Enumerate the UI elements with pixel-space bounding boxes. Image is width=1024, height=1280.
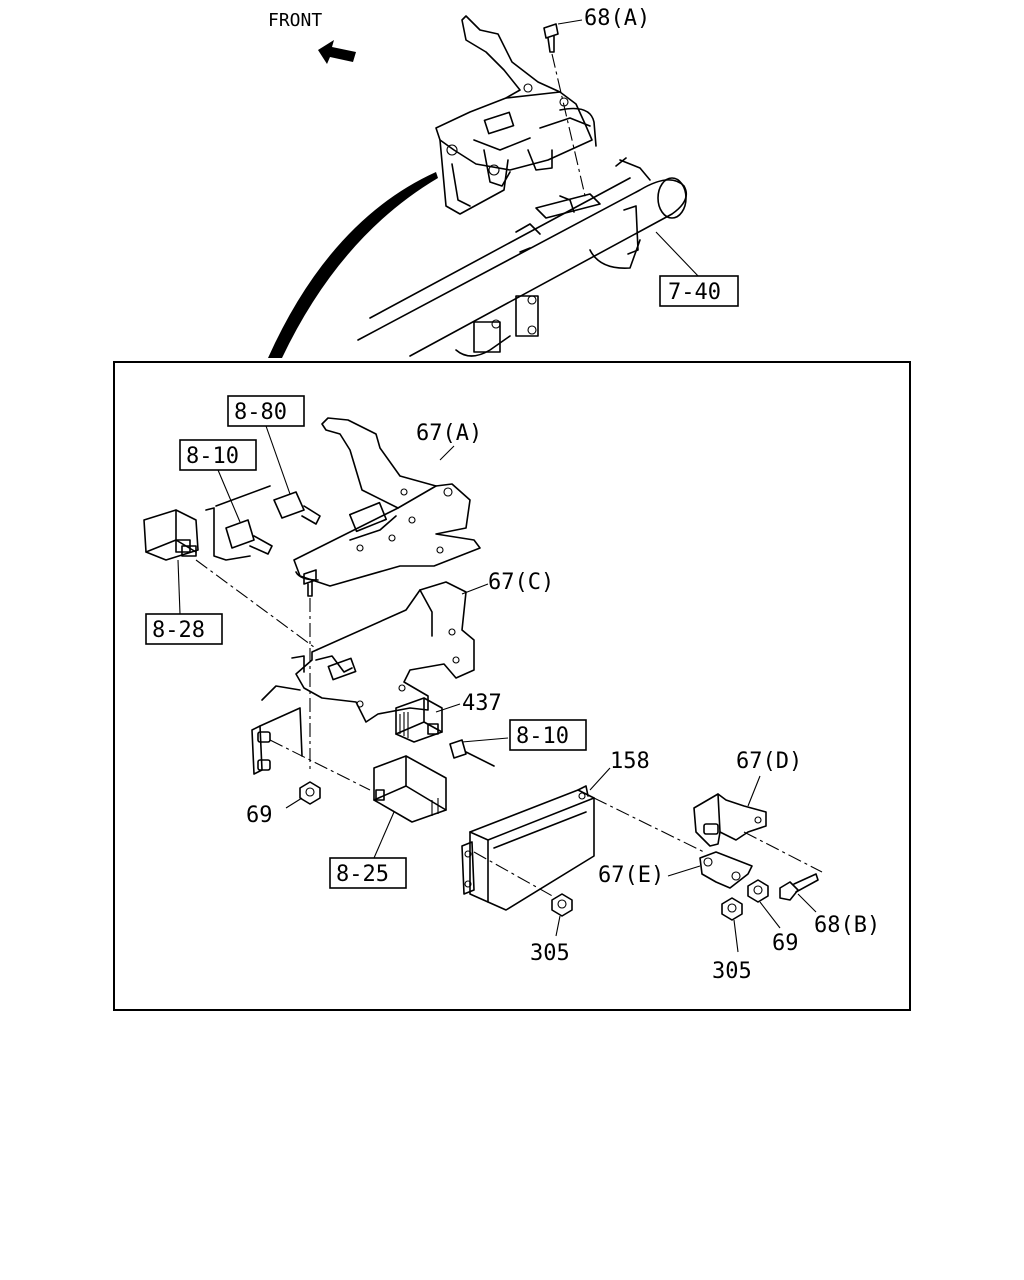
leader-8-80 <box>265 425 291 495</box>
ref-label-8-28: 8-28 <box>152 618 205 643</box>
nut-305-left-icon <box>551 893 573 917</box>
label-68a: 68(A) <box>584 6 650 31</box>
label-305-left: 305 <box>530 941 570 966</box>
label-69-left: 69 <box>246 803 273 828</box>
relay-437-icon <box>395 697 443 743</box>
upper-bracket-assembly <box>435 15 597 215</box>
centerline-8-28 <box>195 559 319 651</box>
ref-label-8-10-upper: 8-10 <box>186 444 239 469</box>
detail-callout-arrow <box>268 172 438 358</box>
leader-7-40 <box>655 231 701 279</box>
label-67c: 67(C) <box>488 570 554 595</box>
detail-frame <box>113 361 911 1011</box>
centerline-ecu-nut <box>473 851 557 899</box>
label-69-right: 69 <box>772 931 799 956</box>
ref-box-8-10-lower <box>509 719 587 751</box>
leader-68a <box>557 19 583 25</box>
ref-label-8-25: 8-25 <box>336 862 389 887</box>
plate-67c <box>251 581 475 775</box>
leader-69-right <box>759 901 781 929</box>
leader-67d <box>747 775 761 807</box>
leader-158 <box>589 767 611 791</box>
ref-box-8-10-upper <box>179 439 257 471</box>
leader-305-left <box>555 915 561 937</box>
leader-67a <box>439 445 455 461</box>
centerline-67d <box>743 831 823 873</box>
stud-icon <box>257 731 271 771</box>
bracket-67e <box>699 851 753 889</box>
label-67e: 67(E) <box>598 863 664 888</box>
leader-68b <box>797 893 817 913</box>
nut-69-left-icon <box>299 781 321 805</box>
ecu-158-icon <box>461 785 595 911</box>
centerline-158 <box>593 797 705 853</box>
centerline-68a <box>551 53 587 201</box>
ref-box-8-25 <box>329 857 407 889</box>
centerline-stud <box>269 739 371 791</box>
ref-box-8-28 <box>145 613 223 645</box>
label-68b: 68(B) <box>814 913 880 938</box>
label-305-right: 305 <box>712 959 752 984</box>
leader-67e <box>667 865 701 877</box>
label-67d: 67(D) <box>736 749 802 774</box>
nut-305-right-icon <box>721 897 743 921</box>
bracket-67a <box>293 417 481 587</box>
ref-box-7-40 <box>659 275 739 307</box>
connector-8-10-lower-icon <box>449 739 495 767</box>
screw-icon <box>303 569 317 597</box>
leader-8-10-lower <box>461 737 509 743</box>
front-arrow-icon <box>318 40 356 64</box>
relay-8-28-icon <box>143 509 199 561</box>
leader-8-28 <box>177 559 181 615</box>
label-67a: 67(A) <box>416 421 482 446</box>
leader-8-25 <box>373 811 395 859</box>
unit-8-25-icon <box>373 755 447 823</box>
ref-label-8-10-lower: 8-10 <box>516 724 569 749</box>
leader-8-10-upper <box>217 469 241 523</box>
leader-67c <box>461 583 489 595</box>
bolt-68a-icon <box>543 23 559 53</box>
connector-8-80-icon <box>215 485 321 525</box>
label-158: 158 <box>610 749 650 774</box>
ref-label-8-80: 8-80 <box>234 400 287 425</box>
label-437: 437 <box>462 691 502 716</box>
frame-rail <box>357 157 688 357</box>
bracket-67d <box>693 793 767 847</box>
ref-label-7-40: 7-40 <box>668 280 721 305</box>
leader-69-left <box>285 797 303 809</box>
connector-8-10-upper-icon <box>205 507 273 561</box>
leader-305-right <box>733 919 739 953</box>
front-label: FRONT <box>268 10 322 31</box>
nut-69-right-icon <box>747 879 769 903</box>
leader-437 <box>435 703 461 713</box>
bolt-68b-icon <box>779 873 819 901</box>
